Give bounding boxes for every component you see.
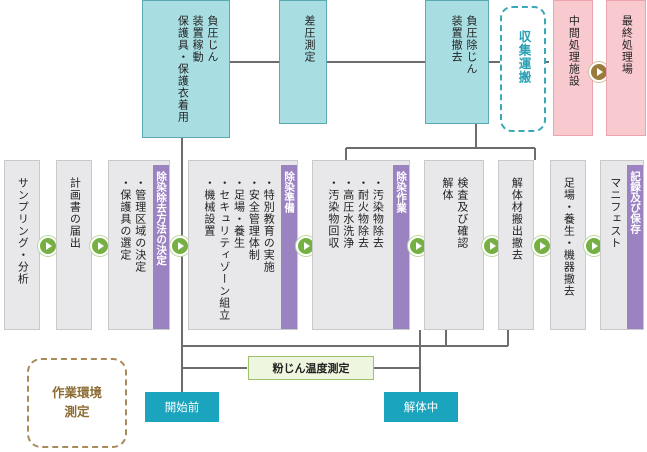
step-record-tag: 記録及び保存 (627, 165, 643, 329)
negative-pressure-removal-label: 負圧除じん 装置撤去 (450, 15, 478, 75)
final-disposal-label: 最終処理場 (620, 15, 634, 75)
step-work-list: ・汚染物除去 ・耐火物除去 ・高圧水洗浄 ・汚染物回収 (326, 177, 385, 249)
step-scaffold-remove: 足場・養生・機器撤去 (550, 160, 586, 330)
green-arrow-icon (90, 236, 110, 256)
during-demolition-label: 解体中 (384, 392, 458, 422)
brown-arrow-icon (589, 62, 609, 82)
step-remove: 解体材搬出撤去 (498, 160, 534, 330)
step-sampling: サンプリング・分析 (4, 160, 40, 330)
green-arrow-icon (408, 236, 428, 256)
step-work: ・汚染物除去 ・耐火物除去 ・高圧水洗浄 ・汚染物回収 除染作業 (312, 160, 410, 330)
work-environment-measure-box: 作業環境 測定 (27, 358, 127, 448)
step-sampling-label: サンプリング・分析 (16, 177, 30, 285)
step-manifest-label: マニフェスト (608, 177, 622, 249)
before-start-label: 開始前 (145, 392, 219, 422)
final-disposal-box: 最終処理場 (606, 0, 646, 136)
green-arrow-icon (532, 236, 552, 256)
dust-temperature-box: 粉じん温度測定 (248, 356, 374, 380)
negative-pressure-setup-label: 負圧じん 装置稼動 保護具・保護衣着用 (176, 15, 219, 123)
step-decide: ・管理区域の決定 ・保護具の選定 除染除去方法の決定 (108, 160, 170, 330)
step-scaffold-remove-label: 足場・養生・機器撤去 (562, 177, 576, 297)
step-plan-label: 計画書の届出 (68, 177, 82, 249)
step-inspect-label: 検査及び確認 解体 (441, 177, 469, 249)
step-decide-tag: 除染除去方法の決定 (153, 165, 169, 329)
negative-pressure-setup-box: 負圧じん 装置稼動 保護具・保護衣着用 (142, 0, 230, 138)
step-record: マニフェスト 記録及び保存 (600, 160, 644, 330)
step-prep-tag: 除染準備 (281, 165, 297, 329)
intermediate-facility-box: 中間処理施設 (553, 0, 593, 136)
transport-label: 収集運搬 (516, 30, 532, 84)
pressure-measure-box: 差圧測定 (279, 0, 327, 124)
step-remove-label: 解体材搬出撤去 (510, 177, 524, 261)
intermediate-facility-label: 中間処理施設 (567, 15, 581, 87)
step-prep-list: ・特別教育の実施 ・安全管理体制 ・足場・養生 ・セキュリティゾーン組立 ・機械… (202, 177, 276, 321)
step-plan: 計画書の届出 (56, 160, 92, 330)
step-decide-list: ・管理区域の決定 ・保護具の選定 (118, 177, 147, 273)
step-inspect: 検査及び確認 解体 (424, 160, 484, 330)
negative-pressure-removal-box: 負圧除じん 装置撤去 (425, 0, 489, 124)
green-arrow-icon (170, 236, 190, 256)
step-prep: ・特別教育の実施 ・安全管理体制 ・足場・養生 ・セキュリティゾーン組立 ・機械… (188, 160, 298, 330)
pressure-measure-label: 差圧測定 (303, 15, 316, 63)
transport-box: 収集運搬 (500, 6, 546, 132)
step-work-tag: 除染作業 (393, 165, 409, 329)
green-arrow-icon (38, 236, 58, 256)
